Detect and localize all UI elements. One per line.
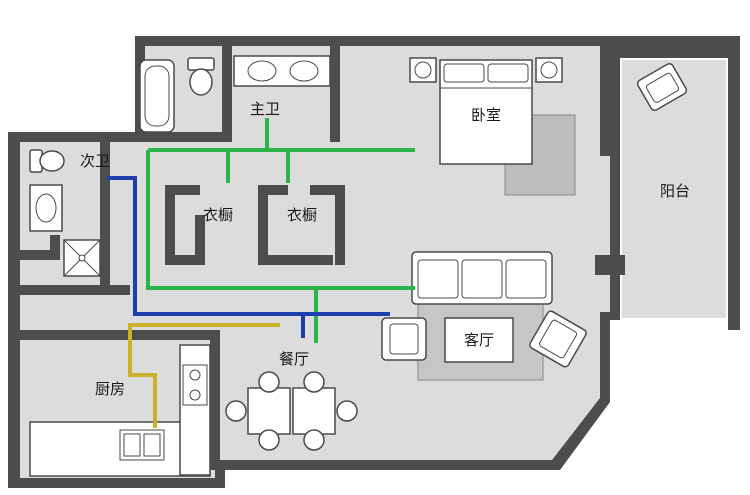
sofa-icon bbox=[411, 251, 553, 305]
yellow-line bbox=[128, 323, 280, 428]
dining-table-icon bbox=[225, 371, 358, 451]
armchair-icon bbox=[381, 317, 427, 361]
sink-icon bbox=[29, 184, 63, 232]
room-label-kitchen: 厨房 bbox=[95, 380, 125, 398]
toilet-icon bbox=[187, 57, 215, 96]
armchair-icon bbox=[529, 310, 587, 368]
kitchen-sink-icon bbox=[119, 429, 165, 461]
room-label-balcony: 阳台 bbox=[660, 182, 690, 200]
room-label-closet-left: 衣橱 bbox=[203, 206, 233, 224]
nightstand-icon bbox=[409, 57, 563, 83]
armchair-icon bbox=[636, 62, 688, 112]
room-label-closet-right: 衣橱 bbox=[287, 206, 317, 224]
balcony-floor bbox=[622, 60, 726, 318]
coffee-table-icon bbox=[444, 317, 514, 363]
bed-icon bbox=[439, 59, 533, 165]
room-label-second-bath: 次卫 bbox=[80, 152, 110, 170]
room-label-living-room: 客厅 bbox=[464, 331, 494, 349]
green-line bbox=[146, 118, 415, 343]
double-sink-icon bbox=[233, 55, 331, 87]
room-label-bedroom: 卧室 bbox=[471, 106, 501, 124]
bathtub-icon bbox=[139, 59, 175, 133]
shower-icon bbox=[63, 239, 101, 277]
stove-icon bbox=[182, 364, 208, 406]
toilet-icon bbox=[29, 149, 65, 173]
room-label-master-bath: 主卫 bbox=[250, 100, 280, 118]
blue-line bbox=[107, 176, 390, 338]
room-label-dining-room: 餐厅 bbox=[279, 350, 309, 368]
interior-walls bbox=[20, 46, 625, 488]
